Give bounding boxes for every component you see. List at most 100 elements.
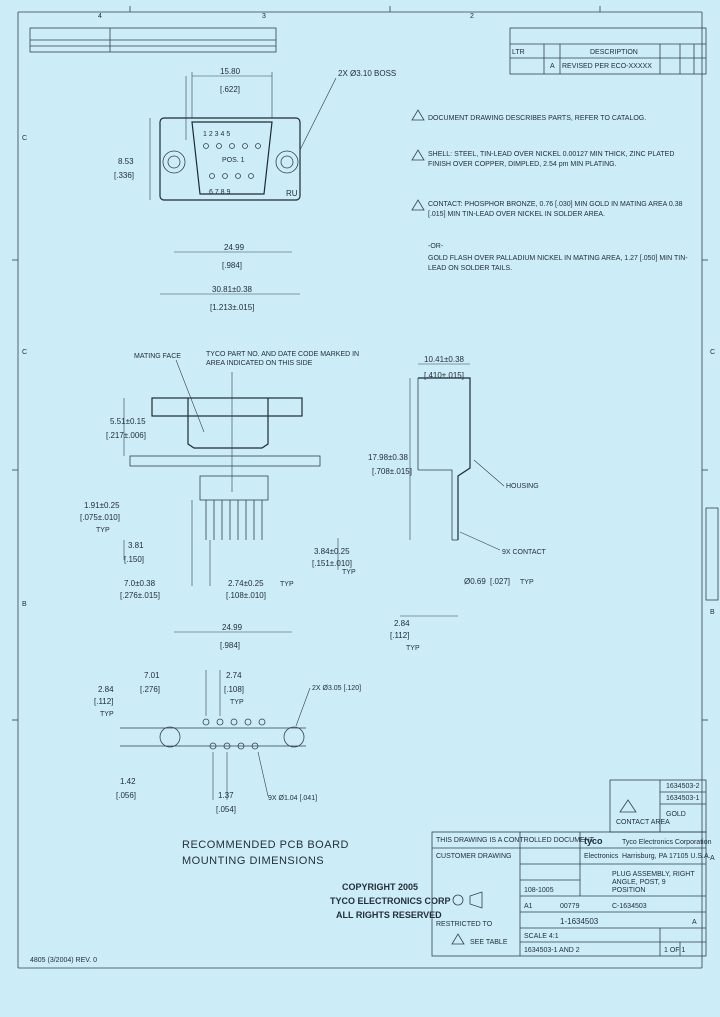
part-description-3: POSITION	[612, 887, 645, 894]
dim-d5-in: [.108±.010]	[226, 591, 266, 600]
dim-width-mm: 15.80	[220, 67, 241, 76]
bottom-part-id: 1634503-1 AND 2	[524, 947, 580, 954]
housing-label: HOUSING	[506, 483, 539, 490]
copyright-line-1: COPYRIGHT 2005	[342, 882, 418, 892]
part-description-1: PLUG ASSEMBLY, RIGHT	[612, 871, 695, 878]
dim-d5-mm: 2.74±0.25	[228, 579, 264, 588]
note-1: DOCUMENT DRAWING DESCRIBES PARTS, REFER …	[428, 115, 646, 122]
mating-face-label: MATING FACE	[134, 353, 181, 360]
pcb-title-1: RECOMMENDED PCB BOARD	[182, 839, 349, 851]
scale-value: SCALE 4:1	[524, 933, 559, 940]
dim-pcb-d2-in: [.108]	[224, 685, 244, 694]
note-3-box: CONTACT: PHOSPHOR BRONZE, 0.76 [.030] MI…	[428, 201, 683, 218]
part-number-2: 1634503-1	[666, 795, 700, 802]
ru-badge: RU	[286, 189, 298, 198]
contact-leader	[459, 531, 501, 551]
zone-label-right: B	[710, 609, 715, 616]
pcb-hole-pattern	[120, 670, 306, 800]
dim-width-in: [.622]	[220, 85, 240, 94]
housing-leader	[473, 459, 505, 487]
zone-label-left: C	[22, 349, 27, 356]
company-address: Harrisburg, PA 17105 U.S.A.	[622, 853, 711, 860]
notes-block	[411, 109, 425, 211]
dim-pcb-d1-in: [.276]	[140, 685, 160, 694]
note-4: GOLD FLASH OVER PALLADIUM NICKEL IN MATI…	[428, 255, 688, 272]
dim-pcb-d4-in: [.056]	[116, 791, 136, 800]
part-number-1: 1634503-2	[666, 783, 700, 790]
edge-stamp	[705, 507, 719, 601]
note-3: CONTACT: PHOSPHOR BRONZE, 0.76 [.030] MI…	[428, 201, 683, 218]
dim-d1-mm: 5.51±0.15	[110, 417, 146, 426]
note-4-box: GOLD FLASH OVER PALLADIUM NICKEL IN MATI…	[428, 255, 688, 272]
dim-pcb-d3-note: TYP	[100, 711, 114, 718]
dim-pcb-d3-in: [.112]	[94, 697, 113, 706]
dim-end-d4-in: [.151±.010]	[312, 559, 352, 568]
title-block-frame	[431, 779, 707, 957]
hole-small-callout: 9X Ø1.04 [.041]	[268, 795, 317, 802]
customer-drawing-label: CUSTOMER DRAWING	[436, 853, 511, 860]
dim-pcb-d5-mm: 1.37	[218, 791, 234, 800]
projection-symbol-icon	[452, 894, 464, 906]
note-or: -OR-	[428, 243, 444, 250]
side-view-connector	[129, 397, 321, 540]
dim-d5-note: TYP	[280, 581, 294, 588]
dim-d2-in: [.075±.010]	[80, 513, 120, 522]
dim-end-d3-in: [.027]	[490, 577, 510, 586]
top-left-info-block	[29, 27, 277, 53]
position-label: POS. 1	[222, 157, 245, 164]
sheet-value: 1 OF 1	[664, 947, 686, 954]
plating-gold: GOLD	[666, 811, 686, 818]
dim-pcb-d1-mm: 7.01	[144, 671, 160, 680]
dim-end-d5-in: [.112]	[390, 631, 409, 640]
dim-pcb-d4-mm: 1.42	[120, 777, 136, 786]
drawing-number: 1-1634503	[560, 917, 599, 926]
dim-width3-in: [1.213±.015]	[210, 303, 254, 312]
zone-label-right: A	[710, 855, 715, 862]
note-flag-icon	[411, 109, 425, 121]
dim-d4-mm: 7.0±0.38	[124, 579, 156, 588]
dim-height-mm: 8.53	[118, 157, 134, 166]
sheet-border	[12, 6, 708, 969]
dim-end-d5-note: TYP	[406, 645, 420, 652]
zone-label-left: C	[22, 135, 27, 142]
form-footer: 4805 (3/2004) REV. 0	[30, 957, 97, 964]
company-logo-sub: Electronics	[584, 853, 619, 860]
marking-note-box: TYCO PART NO. AND DATE CODE MARKED IN AR…	[206, 351, 360, 367]
marking-note: TYCO PART NO. AND DATE CODE MARKED IN AR…	[206, 351, 360, 367]
dim-pcb-width-in: [.984]	[220, 641, 240, 650]
zone-label-top: 4	[98, 13, 102, 20]
revision-header-ltr: LTR	[512, 49, 525, 56]
note-2: SHELL: STEEL, TIN-LEAD OVER NICKEL 0.001…	[428, 151, 675, 168]
copyright-line-2: TYCO ELECTRONICS CORP	[330, 896, 451, 906]
size-value: A1	[524, 903, 533, 910]
dim-width3-mm: 30.81±0.38	[212, 285, 253, 294]
see-table-label: SEE TABLE	[470, 939, 508, 946]
zone-label-top: 2	[470, 13, 474, 20]
cage-value: 00779	[560, 903, 580, 910]
zone-label-right: C	[710, 349, 715, 356]
dim-end-d4-mm: 3.84±0.25	[314, 547, 350, 556]
proprietary-note: THIS DRAWING IS A CONTROLLED DOCUMENT	[436, 837, 595, 844]
boss-callout: 2X Ø3.10 BOSS	[338, 69, 396, 78]
mating-face-leader	[175, 359, 205, 433]
contact-label: 9X CONTACT	[502, 549, 547, 556]
drawing-number-small: C-1634503	[612, 903, 647, 910]
dim-d3-in: [.150]	[124, 555, 144, 564]
company-city: Tyco Electronics Corporation	[622, 839, 712, 846]
dim-width2-in: [.984]	[222, 261, 242, 270]
dim-d2-mm: 1.91±0.25	[84, 501, 120, 510]
dim-pcb-width-mm: 24.99	[222, 623, 243, 632]
company-logo: tyco	[584, 836, 603, 846]
dim-width2-mm: 24.99	[224, 243, 245, 252]
revision-row-ltr: A	[550, 63, 555, 70]
dim-d2-note: TYP	[96, 527, 110, 534]
note-flag-icon	[619, 799, 637, 813]
restricted-label: RESTRICTED TO	[436, 921, 493, 928]
pin-row-2-numbers: 6 7 8 9	[209, 189, 231, 196]
dim-end-d5-mm: 2.84	[394, 619, 410, 628]
projection-symbol-icon	[469, 891, 483, 909]
spec-number: 108-1005	[524, 887, 554, 894]
pin-row-1-numbers: 1 2 3 4 5	[203, 131, 230, 138]
